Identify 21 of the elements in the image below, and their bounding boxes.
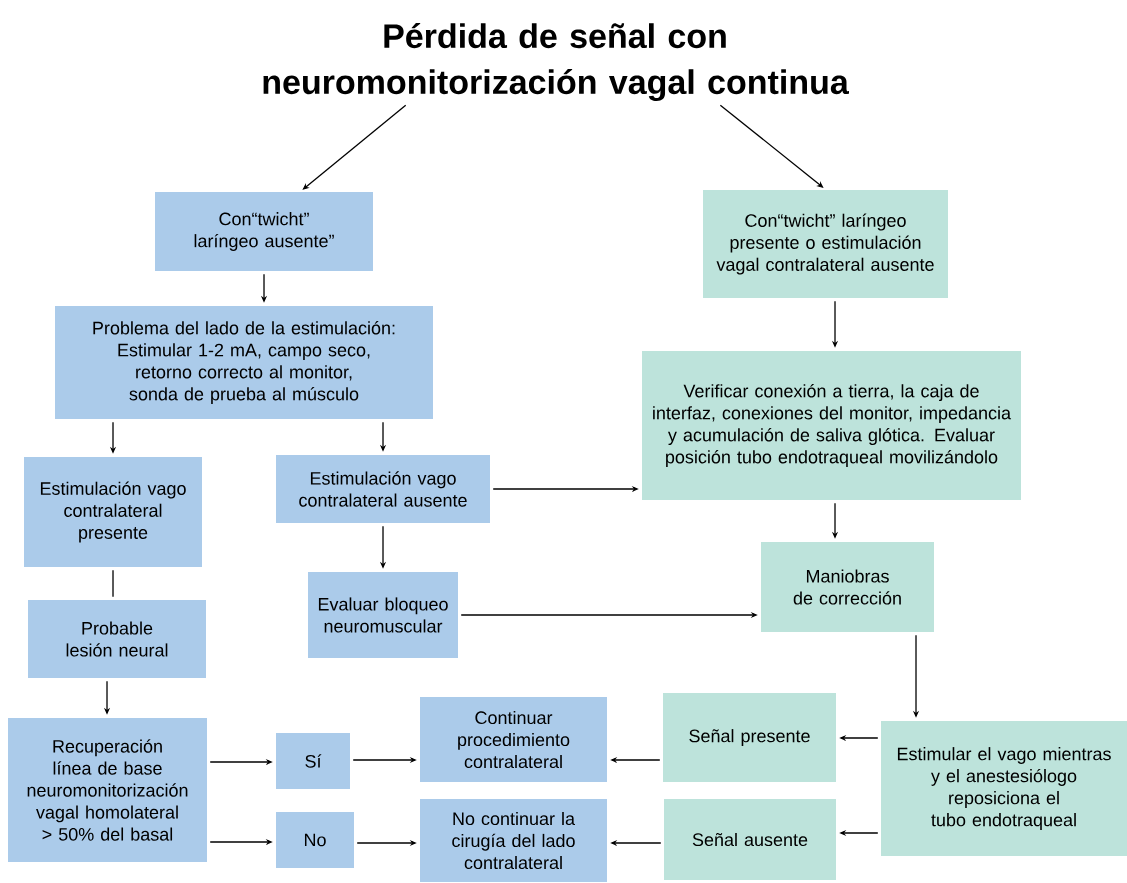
- process-box: Continuar procedimiento contralateral: [420, 697, 607, 782]
- process-box: Señal presente: [663, 693, 836, 782]
- process-box: Evaluar bloqueo neuromuscular: [308, 572, 458, 658]
- title-text: Pérdida de señal con neuromonitorización vagal continua: [263, 22, 849, 102]
- process-box: Estimulación vago contralateral presente: [24, 457, 202, 567]
- process-box: Sí: [276, 733, 350, 789]
- arrow: [719, 104, 824, 188]
- process-box: Estimular el vago mientras y el anestesiólogo reposiciona el tubo endotraqueal: [881, 721, 1127, 856]
- process-box: Con“twicht” laríngeo presente o estimulación vagal contralateral ausente: [703, 190, 948, 298]
- process-box: Verificar conexión a tierra, la caja de interfaz, conexiones del monitor, impedancia y acumulación de saliva glótica. Evaluar posición tubo endotraqueal movilizándolo: [642, 351, 1021, 500]
- process-box: Con“twicht” laríngeo ausente”: [155, 192, 373, 271]
- process-box: No continuar la cirugía del lado contralateral: [420, 799, 607, 882]
- process-box: No: [276, 812, 354, 868]
- process-box: Estimulación vago contralateral ausente: [276, 455, 490, 523]
- connector-line: [112, 569, 114, 598]
- process-box: Problema del lado de la estimulación: Estimular 1-2 mA, campo seco, retorno correcto al monitor, sonda de prueba al músculo: [55, 306, 433, 419]
- process-box: Señal ausente: [664, 799, 836, 880]
- process-box: Recuperación línea de base neuromonitorización vagal homolateral > 50% del basal: [8, 718, 207, 862]
- process-box: Probable lesión neural: [28, 600, 206, 678]
- process-box: Maniobras de corrección: [761, 542, 934, 632]
- arrow: [302, 104, 407, 190]
